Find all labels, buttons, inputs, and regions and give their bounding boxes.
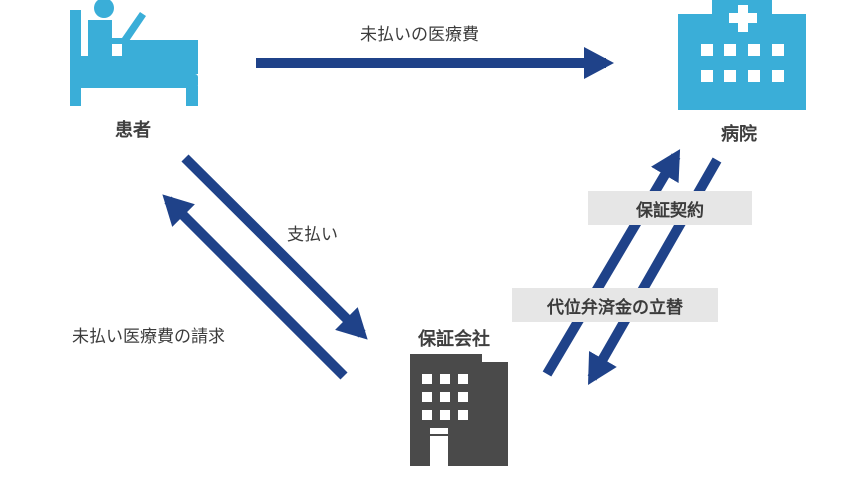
node-label-hospital: 病院 (721, 124, 757, 145)
node-label-patient: 患者 (115, 120, 151, 141)
patient-in-bed-icon (70, 0, 198, 106)
edge-label-subrogation-payment: 代位弁済金の立替 (512, 288, 718, 322)
arrow-patient-to-insurer (181, 154, 368, 340)
office-building-icon (410, 354, 508, 466)
arrow-insurer-to-patient (162, 194, 348, 380)
edge-label-payment: 支払い (287, 225, 338, 245)
subrogation-payment-text: 代位弁済金の立替 (547, 297, 683, 318)
node-label-insurer: 保証会社 (418, 329, 490, 350)
guarantee-contract-text: 保証契約 (636, 200, 704, 221)
hospital-building-icon (678, 0, 806, 110)
edge-label-unpaid-medical-fee: 未払いの医療費 (360, 25, 479, 45)
edge-label-billing-request: 未払い医療費の請求 (72, 327, 225, 347)
edge-label-guarantee-contract: 保証契約 (588, 191, 752, 225)
